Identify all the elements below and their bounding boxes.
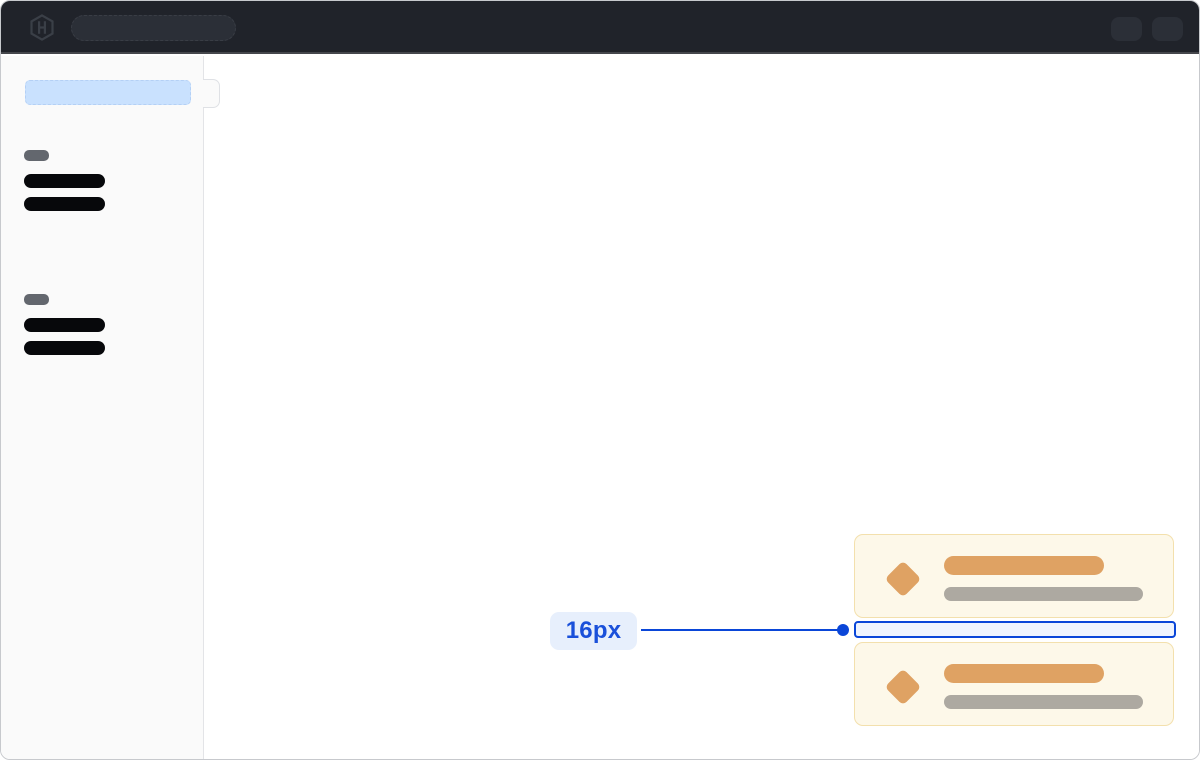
sidebar-group2-navitem-skeleton[interactable]: [24, 318, 105, 332]
sidebar: [1, 56, 204, 759]
main-content: [205, 56, 1199, 759]
card-subtitle-skeleton: [944, 587, 1143, 601]
measurement-leader-dot: [837, 624, 849, 636]
sidebar-group2-heading-skeleton: [24, 294, 49, 305]
spacing-gap-highlight: [854, 621, 1176, 638]
sidebar-group1-heading-skeleton: [24, 150, 49, 161]
card-subtitle-skeleton: [944, 695, 1143, 709]
measurement-label: 16px: [550, 612, 637, 650]
sidebar-group2-navitem-skeleton[interactable]: [24, 341, 105, 355]
card-title-skeleton: [944, 556, 1104, 575]
topbar-action-skeleton-2[interactable]: [1152, 17, 1183, 41]
sidebar-selected-item-skeleton[interactable]: [25, 80, 191, 105]
sidebar-group1-navitem-skeleton[interactable]: [24, 197, 105, 211]
measurement-leader-line: [641, 628, 843, 631]
card[interactable]: [854, 534, 1174, 618]
card-title-skeleton: [944, 664, 1104, 683]
search-input-skeleton[interactable]: [71, 15, 236, 41]
topbar-action-skeleton-1[interactable]: [1111, 17, 1142, 41]
card[interactable]: [854, 642, 1174, 726]
topbar: [1, 1, 1199, 54]
sidebar-group1-navitem-skeleton[interactable]: [24, 174, 105, 188]
sidebar-toggle-handle[interactable]: [203, 79, 220, 108]
diamond-icon: [884, 668, 922, 706]
diamond-icon: [884, 560, 922, 598]
hashicorp-logo-icon: [30, 14, 54, 41]
